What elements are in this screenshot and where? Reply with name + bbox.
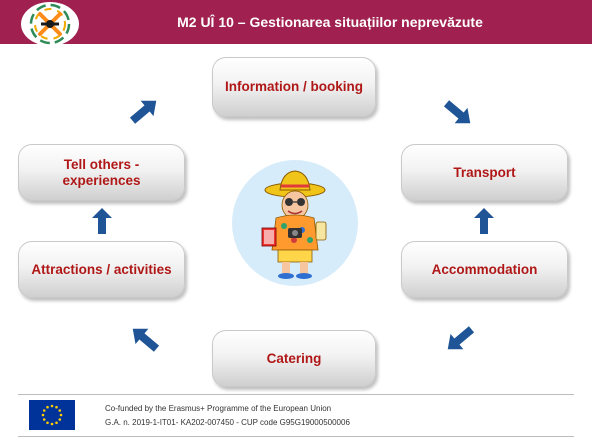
eu-flag-icon — [29, 400, 75, 430]
slide-title: M2 UÎ 10 – Gestionarea situațiilor nepre… — [177, 14, 483, 30]
arrow-icon-top-left — [129, 100, 157, 124]
node-accommodation: Accommodation — [401, 241, 568, 298]
node-attractions-activities: Attractions / activities — [18, 241, 185, 298]
node-information-booking: Information / booking — [212, 57, 376, 117]
node-catering-label: Catering — [266, 350, 322, 366]
node-catering: Catering — [212, 330, 376, 387]
slide-header: M2 UÎ 10 – Gestionarea situațiilor nepre… — [0, 0, 592, 46]
node-attractions-activities-label: Attractions / activities — [31, 261, 172, 277]
node-transport-label: Transport — [453, 164, 516, 180]
node-transport: Transport — [401, 144, 568, 201]
node-information-booking-label: Information / booking — [225, 79, 363, 94]
arrow-icon-top-right — [443, 100, 471, 124]
node-accommodation-label: Accommodation — [431, 261, 538, 277]
node-tell-others: Tell others - experiences — [18, 144, 185, 201]
footer-divider-bottom — [18, 436, 574, 437]
project-logo — [21, 2, 79, 46]
footer-grant-text: G.A. n. 2019-1-IT01- KA202-007450 - CUP … — [105, 418, 350, 427]
node-tell-others-label: Tell others - experiences — [62, 156, 141, 188]
footer-cofunded-text: Co-funded by the Erasmus+ Programme of t… — [105, 404, 332, 413]
footer-divider-top — [18, 394, 574, 395]
arrow-icon-left-up — [92, 208, 112, 234]
arrow-icon-right-up — [474, 208, 494, 234]
tourist-illustration — [232, 160, 358, 286]
arrow-icon-bottom-right — [447, 326, 475, 350]
arrow-icon-bottom-left — [132, 328, 160, 352]
